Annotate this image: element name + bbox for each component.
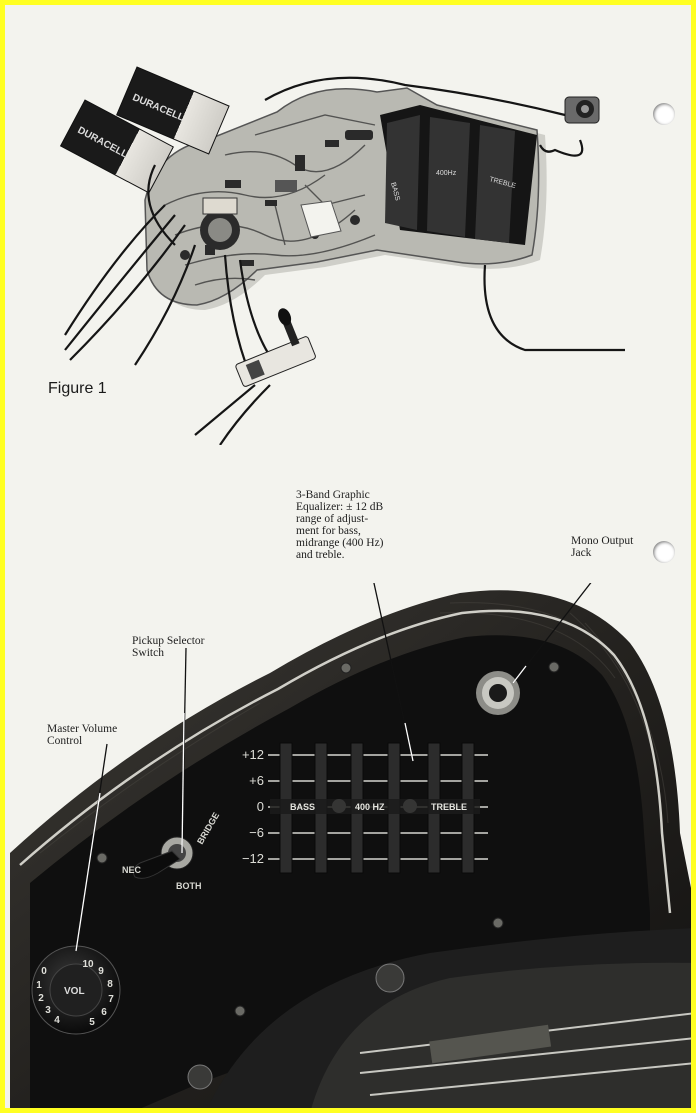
eq-band-treble: TREBLE <box>431 802 467 812</box>
callout-equalizer-line: range of adjust- <box>296 513 369 525</box>
volume-number-7: 7 <box>108 994 114 1005</box>
volume-number-4: 4 <box>54 1015 60 1026</box>
callout-master-volume-line: Master Volume <box>47 723 118 735</box>
callout-mono-output-line: Jack <box>571 547 592 559</box>
volume-knob-label: VOL <box>64 986 85 997</box>
volume-number-10: 10 <box>82 959 94 970</box>
graphic-equalizer[interactable]: BASS 400 HZ TREBLE +12 +6 0 −6 −12 <box>242 742 488 874</box>
volume-number-3: 3 <box>45 1005 51 1016</box>
callout-mono-output-line: Mono Output <box>571 535 634 547</box>
figure-1-caption: Figure 1 <box>48 380 107 397</box>
eq-scale-plus6: +6 <box>249 773 264 788</box>
eq-band-bass: BASS <box>290 802 315 812</box>
binder-hole-top <box>653 103 675 125</box>
master-volume-knob[interactable]: VOL 4 3 2 1 0 10 9 8 7 6 5 <box>31 945 121 1035</box>
callout-equalizer: 3-Band Graphic Equalizer: ± 12 dB range … <box>296 489 384 561</box>
volume-number-1: 1 <box>36 980 42 991</box>
circuit-board-photo: BASS 400Hz TREBLE DURACELL DURACELL <box>59 66 625 445</box>
callout-master-volume-line: Control <box>47 735 83 747</box>
output-jack-part <box>564 96 600 124</box>
toggle-switch-part <box>235 308 316 387</box>
eq-scale-minus12: −12 <box>242 851 264 866</box>
circuit-eq-sliders: BASS 400Hz TREBLE <box>380 105 537 245</box>
callout-pickup-selector: Pickup Selector Switch <box>132 635 205 659</box>
callout-equalizer-line: Equalizer: ± 12 dB <box>296 501 384 513</box>
eq-scale-0: 0 <box>257 799 264 814</box>
volume-number-2: 2 <box>38 993 44 1004</box>
callout-pickup-selector-line: Pickup Selector <box>132 635 205 647</box>
eq-band-400hz: 400 HZ <box>355 802 385 812</box>
circuit-400hz-label: 400Hz <box>436 170 457 177</box>
volume-number-8: 8 <box>107 979 113 990</box>
eq-scale-plus12: +12 <box>242 747 264 762</box>
battery-left: DURACELL <box>59 99 174 194</box>
volume-number-0: 0 <box>41 966 47 977</box>
switch-label-both: BOTH <box>176 881 202 891</box>
mono-output-jack <box>476 671 520 715</box>
switch-label-neck: NEC <box>122 865 142 875</box>
volume-number-6: 6 <box>101 1007 107 1018</box>
binder-hole-middle <box>653 541 675 563</box>
circuit-bass-label: BASS <box>389 182 401 202</box>
callout-pickup-selector-line: Switch <box>132 647 164 659</box>
pickup-assembly <box>187 928 691 1108</box>
eq-scale-minus6: −6 <box>249 825 264 840</box>
callout-equalizer-line: 3-Band Graphic <box>296 489 370 501</box>
callout-equalizer-line: ment for bass, <box>296 525 361 537</box>
guitar-control-panel-photo: BASS 400 HZ TREBLE +12 +6 0 −6 −12 BRIDG… <box>10 583 691 1108</box>
battery-right: DURACELL <box>116 66 230 155</box>
callout-equalizer-line: and treble. <box>296 549 345 561</box>
callout-mono-output: Mono Output Jack <box>571 535 633 559</box>
callout-master-volume: Master Volume Control <box>47 723 117 747</box>
volume-number-5: 5 <box>89 1017 95 1028</box>
volume-number-9: 9 <box>98 966 104 977</box>
callout-equalizer-line: midrange (400 Hz) <box>296 537 384 549</box>
